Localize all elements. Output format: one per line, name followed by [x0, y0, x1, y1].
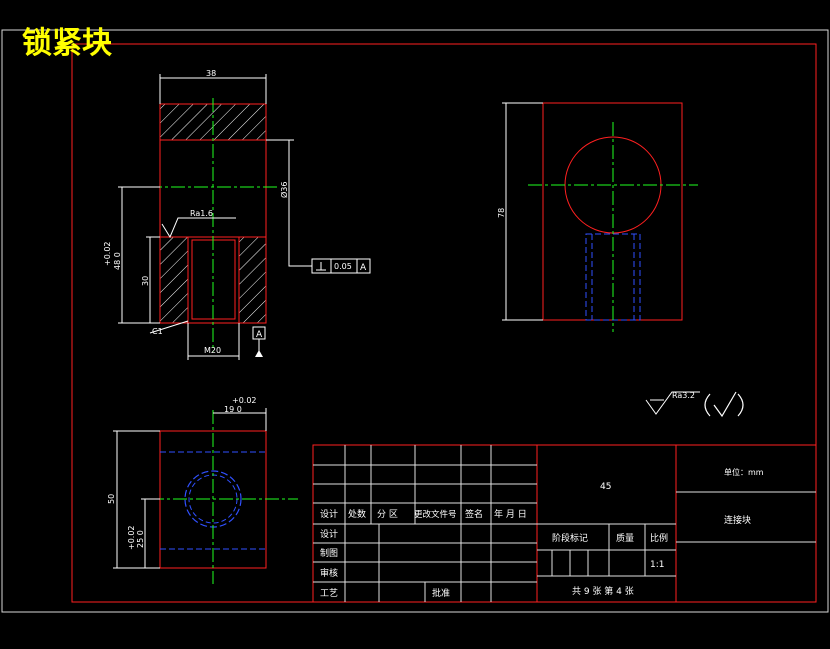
- dim-48-text: 48 0: [113, 252, 122, 270]
- front-left-hatch: [159, 236, 189, 324]
- tb-label-design2: 设计: [320, 528, 338, 540]
- dim-78-text: 78: [497, 208, 506, 218]
- dim-38-text: 38: [206, 69, 216, 78]
- datum-triangle: [255, 350, 263, 357]
- tb-material: 45: [600, 482, 611, 492]
- dim-30-text: 30: [141, 276, 150, 286]
- check-mark-icon: [713, 391, 737, 418]
- dim-25-tol: +0.02: [127, 525, 136, 550]
- roughness-32-symbol: [645, 391, 700, 415]
- dim-19-tol: +0.02: [232, 396, 257, 405]
- tb-label-mass: 质量: [616, 532, 634, 544]
- tb-label-scale: 比例: [650, 532, 668, 544]
- dim-48-tol: +0.02: [103, 241, 112, 266]
- tb-label-stage-mark: 阶段标记: [552, 532, 588, 544]
- tb-scale-value: 1:1: [650, 560, 664, 570]
- datum-text: A: [256, 330, 263, 340]
- roughness-16-text: Ra1.6: [190, 209, 213, 218]
- tb-label-sign: 签名: [465, 508, 483, 520]
- front-right-hatch: [238, 236, 267, 324]
- front-view: 38 Ø36 +0.02 48 0 30 Ra1.6 C1 M20 A: [103, 69, 371, 360]
- dim-19-text: 19 0: [224, 405, 242, 414]
- open-paren-icon: [704, 393, 711, 417]
- tb-label-draw: 制图: [320, 547, 338, 559]
- close-paren-icon: [737, 393, 744, 417]
- dim-50-text: 50: [107, 494, 116, 504]
- tb-label-section: 分 区: [377, 509, 398, 520]
- top-view: +0.02 19 0 50 +0.02 25 0: [107, 396, 298, 584]
- title-block: 45 单位：mm 连接块 设计 处数 分 区 更改文件号 签名 年 月 日 设计…: [312, 444, 817, 603]
- drawing-title: 锁紧块: [22, 26, 112, 61]
- roughness-16-symbol: [161, 217, 236, 239]
- roughness-32-text: Ra3.2: [672, 391, 695, 400]
- tb-label-process: 工艺: [320, 588, 338, 599]
- dim-36-text: Ø36: [279, 182, 289, 198]
- dim-m20-text: M20: [204, 346, 221, 355]
- tb-label-change-doc: 更改文件号: [414, 509, 457, 520]
- tolerance-datum: A: [360, 263, 367, 273]
- tb-unit: 单位：mm: [724, 467, 764, 477]
- tb-label-review: 审核: [320, 567, 338, 579]
- outer-frame: [1, 29, 829, 613]
- side-view: 78: [497, 102, 698, 332]
- chamfer-leader: [149, 320, 189, 334]
- tb-part-name: 连接块: [724, 514, 751, 526]
- tb-sheets: 共 9 张 第 4 张: [572, 585, 634, 597]
- tb-label-zone: 处数: [348, 508, 366, 520]
- tolerance-leader: [288, 244, 312, 267]
- surface-finish: Ra3.2: [645, 391, 744, 418]
- tb-label-design: 设计: [320, 508, 338, 520]
- tolerance-value: 0.05: [334, 262, 352, 271]
- tb-label-approve: 批准: [432, 587, 450, 599]
- tb-label-date: 年 月 日: [494, 508, 527, 520]
- chamfer-text: C1: [152, 327, 163, 336]
- dim-25-text: 25 0: [136, 530, 145, 548]
- tolerance-frame: [311, 258, 371, 274]
